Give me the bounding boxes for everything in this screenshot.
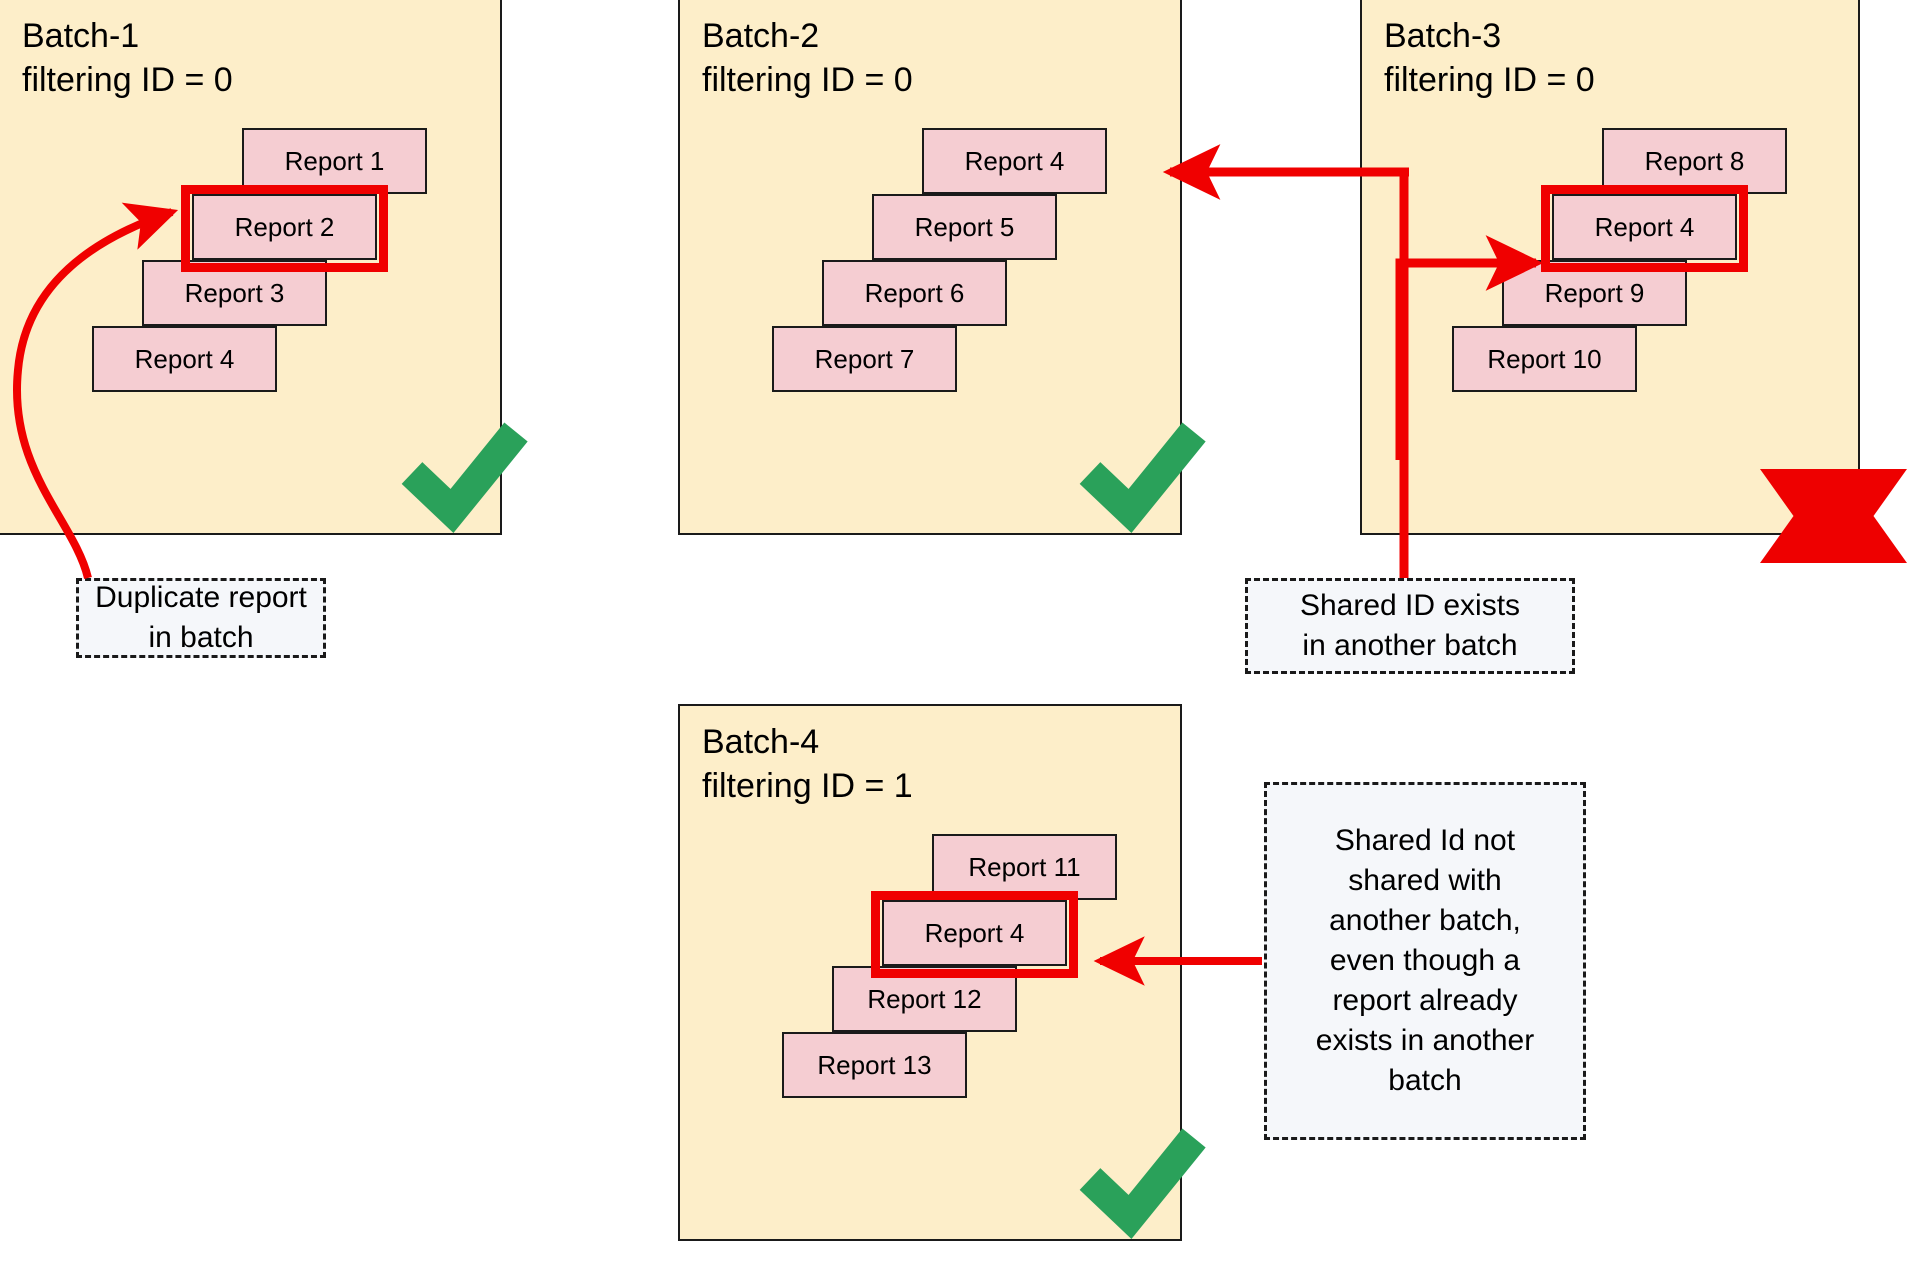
callout-text: Shared ID exists in another batch: [1299, 589, 1521, 662]
batch-2-filter: filtering ID = 0: [702, 61, 913, 99]
highlight-box-shared-id-report: [871, 891, 1078, 978]
highlight-box-duplicate-report: [181, 185, 388, 272]
batch-2-title: Batch-2 filtering ID = 0: [702, 14, 913, 102]
batch-3-title: Batch-3 filtering ID = 0: [1384, 14, 1595, 102]
report-card[interactable]: Report 13: [782, 1032, 967, 1098]
batch-4-name: Batch-4: [702, 723, 820, 761]
batch-container-2: Batch-2 filtering ID = 0 Report 4 Report …: [678, 0, 1182, 535]
report-card[interactable]: Report 10: [1452, 326, 1637, 392]
batch-4-title: Batch-4 filtering ID = 1: [702, 720, 913, 808]
callout-text: Shared Id not shared with another batch,…: [1315, 824, 1535, 1097]
report-label: Report 12: [867, 983, 982, 1014]
batch-container-4: Batch-4 filtering ID = 1 Report 11 Report…: [678, 704, 1182, 1241]
highlight-box-shared-report: [1541, 185, 1748, 272]
report-label: Report 11: [968, 851, 1081, 882]
report-label: Report 1: [284, 145, 385, 176]
callout-duplicate-report: Duplicate report in batch: [76, 578, 326, 658]
batch-1-title: Batch-1 filtering ID = 0: [22, 14, 233, 102]
report-label: Report 9: [1544, 277, 1645, 308]
report-label: Report 6: [864, 277, 965, 308]
batch-3-name: Batch-3: [1384, 17, 1502, 55]
report-label: Report 13: [817, 1049, 932, 1080]
report-card[interactable]: Report 4: [92, 326, 277, 392]
batch-4-filter: filtering ID = 1: [702, 767, 913, 805]
batch-container-1: Batch-1 filtering ID = 0 Report 1 Report …: [0, 0, 502, 535]
batch-2-name: Batch-2: [702, 17, 820, 55]
batch-1-name: Batch-1: [22, 17, 140, 55]
callout-shared-id-exists: Shared ID exists in another batch: [1245, 578, 1575, 674]
report-card[interactable]: Report 4: [922, 128, 1107, 194]
batch-3-filter: filtering ID = 0: [1384, 61, 1595, 99]
batch-container-3: Batch-3 filtering ID = 0 Report 8 Report …: [1360, 0, 1860, 535]
report-card[interactable]: Report 7: [772, 326, 957, 392]
report-label: Report 3: [184, 277, 285, 308]
report-label: Report 8: [1644, 145, 1745, 176]
callout-shared-id-not-shared: Shared Id not shared with another batch,…: [1264, 782, 1586, 1140]
report-label: Report 4: [134, 343, 235, 374]
batch-1-filter: filtering ID = 0: [22, 61, 233, 99]
report-label: Report 7: [814, 343, 915, 374]
report-label: Report 4: [964, 145, 1065, 176]
report-card[interactable]: Report 5: [872, 194, 1057, 260]
callout-text: Duplicate report in batch: [95, 581, 307, 654]
report-card[interactable]: Report 6: [822, 260, 1007, 326]
report-label: Report 10: [1487, 343, 1602, 374]
report-label: Report 5: [914, 211, 1015, 242]
